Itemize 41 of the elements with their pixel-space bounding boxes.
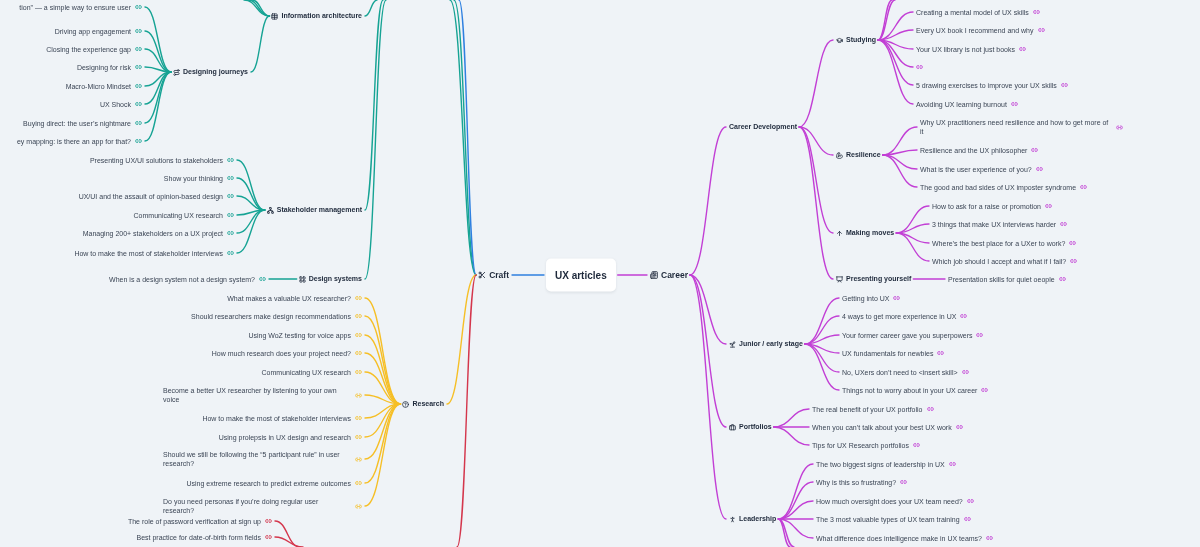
branch-line	[689, 274, 727, 520]
branch-line	[777, 518, 791, 547]
branch-line	[268, 278, 298, 280]
branch-line	[364, 403, 402, 507]
branch-line	[804, 343, 840, 391]
branch-line	[364, 0, 378, 17]
branch-line	[144, 66, 172, 73]
branch-line	[364, 0, 387, 280]
branch-line	[777, 518, 814, 539]
branch-line	[798, 126, 834, 156]
branch-line	[274, 536, 304, 547]
branch-line	[877, 39, 914, 105]
branch-line	[250, 15, 271, 73]
branch-line	[777, 518, 795, 547]
branch-line	[912, 278, 946, 280]
branch-line	[144, 71, 172, 142]
branch-line	[446, 274, 477, 405]
branch-line	[689, 274, 727, 428]
topic-label: Craft	[489, 270, 509, 280]
branch-line	[251, 0, 271, 17]
branch-line	[895, 232, 930, 244]
branch-line	[144, 6, 172, 73]
branch-line	[895, 232, 930, 262]
branch-line	[236, 209, 266, 234]
central-topic: UX articles	[546, 258, 616, 292]
branch-line	[798, 39, 834, 128]
branch-line	[456, 274, 477, 547]
branch-line	[236, 209, 266, 254]
branch-line	[458, 0, 477, 276]
branch-line	[798, 126, 834, 280]
topic-label: Career	[661, 270, 688, 280]
branch-line	[881, 154, 918, 188]
branch-line	[804, 343, 840, 373]
branch-line	[364, 0, 384, 211]
branch-line	[236, 209, 266, 216]
branch-line	[144, 71, 172, 87]
branch-line	[511, 274, 545, 276]
branch-line	[617, 274, 648, 276]
branch-line	[689, 126, 727, 276]
branch-line	[772, 426, 810, 446]
branch-line	[772, 426, 810, 428]
